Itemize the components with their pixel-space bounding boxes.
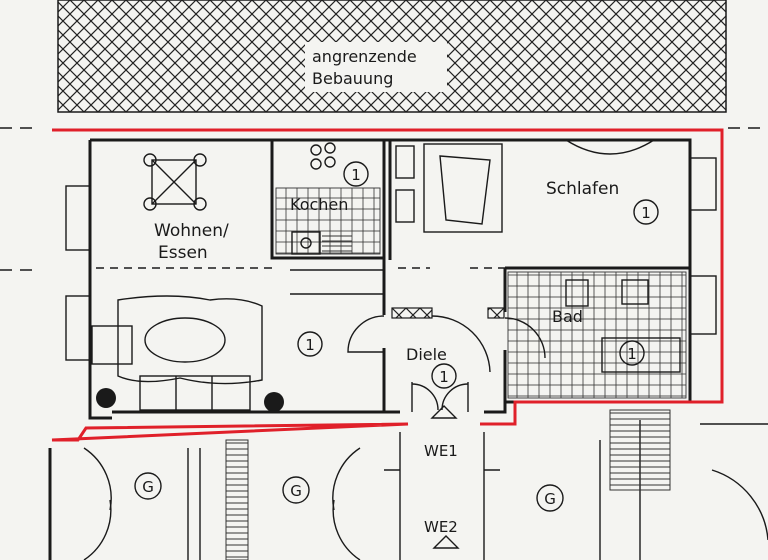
bedroom-furniture xyxy=(395,139,655,233)
unit-marker-living: 1 xyxy=(297,331,323,357)
svg-text:G: G xyxy=(290,482,302,500)
unit-marker-bedroom: 1 xyxy=(633,199,659,225)
apartment-highlight-outline xyxy=(51,128,724,442)
neighbor-label-line1: angrenzende xyxy=(312,47,417,66)
kitchen-fixtures xyxy=(275,142,381,255)
bath-label: Bad xyxy=(552,307,583,326)
garage-marker-2: G xyxy=(282,476,310,504)
entrance-area: WE1 WE2 xyxy=(48,405,768,560)
svg-text:1: 1 xyxy=(305,336,315,354)
bath-fixtures xyxy=(504,271,687,399)
dining-table xyxy=(143,153,207,211)
unit-marker-hall: 1 xyxy=(431,363,457,389)
kitchen-label: Kochen xyxy=(290,195,348,214)
entrance-label-we1: WE1 xyxy=(424,442,458,460)
unit-markers: 1 1 1 1 1 xyxy=(297,161,659,389)
neighbor-building: angrenzende Bebauung xyxy=(57,0,727,113)
garage-marker-1: G xyxy=(134,472,162,500)
living-furniture xyxy=(91,295,284,412)
svg-text:1: 1 xyxy=(641,204,651,222)
living-room-label-line2: Essen xyxy=(158,243,208,263)
entrance-label-we2: WE2 xyxy=(424,518,458,536)
garage-marker-3: G xyxy=(536,484,564,512)
svg-text:1: 1 xyxy=(351,166,361,184)
dashed-guides xyxy=(0,127,768,271)
neighbor-label-line2: Bebauung xyxy=(312,69,393,88)
bedroom-label: Schlafen xyxy=(546,179,619,199)
svg-text:1: 1 xyxy=(627,345,637,363)
unit-marker-kitchen: 1 xyxy=(343,161,369,187)
svg-text:G: G xyxy=(544,490,556,508)
living-room-label-line1: Wohnen/ xyxy=(154,221,229,241)
svg-text:1: 1 xyxy=(439,368,449,386)
garage-markers: G G G xyxy=(134,472,564,512)
unit-marker-bath: 1 xyxy=(619,340,645,366)
hall-doors xyxy=(347,315,491,412)
hall-label: Diele xyxy=(406,345,447,364)
svg-text:G: G xyxy=(142,478,154,496)
